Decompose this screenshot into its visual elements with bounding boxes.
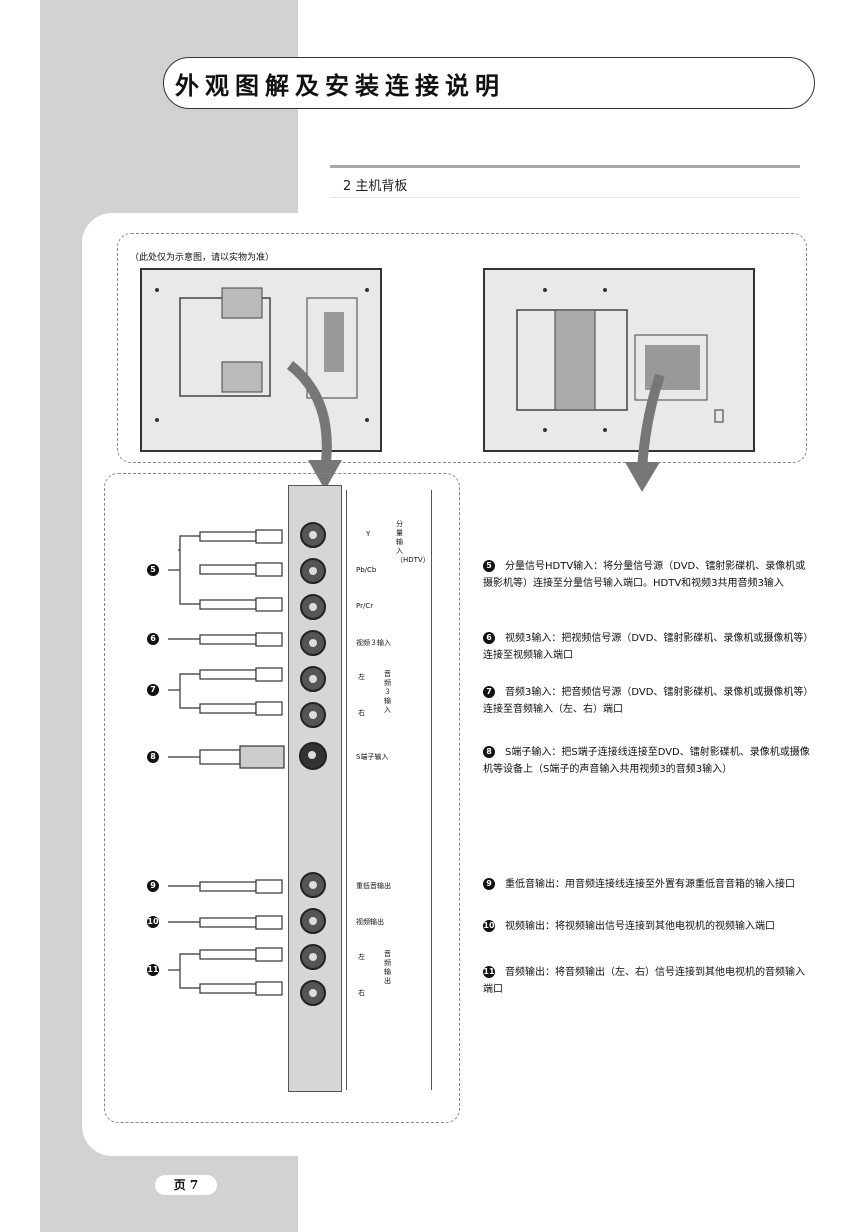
component-pr-jack <box>300 594 326 620</box>
label-audio-out-left: 左 <box>358 953 365 961</box>
label-svideo-in: S端子输入 <box>356 753 389 761</box>
description-text: 重低音输出：用音频连接线连接至外置有源重低音音箱的输入接口 <box>505 879 795 890</box>
description-text: S端子输入：把S端子连接线连接至DVD、镭射影碟机、录像机或摄像机等设备上（S端… <box>483 747 810 775</box>
callout-6: 6 <box>147 633 159 645</box>
cable-drawings <box>168 529 285 996</box>
callout-5: 5 <box>147 564 159 576</box>
label-video3-in: 视频３输入 <box>356 639 391 647</box>
label-video-out: 视频输出 <box>356 918 384 926</box>
connector-panel-frame <box>104 473 460 1123</box>
label-audio-out-group: 音频输出 <box>384 950 391 985</box>
description-10: 10 视频输出：将视频输出信号连接到其他电视机的视频输入端口 <box>483 918 813 935</box>
label-audio-out-right: 右 <box>358 989 365 997</box>
description-number: 5 <box>483 560 495 572</box>
label-audio-right: 右 <box>358 709 365 717</box>
description-text: 音频输出：将音频输出（左、右）信号连接到其他电视机的音频输入端口 <box>483 967 805 995</box>
callout-10: 10 <box>147 916 159 928</box>
callout-9: 9 <box>147 880 159 892</box>
description-number: 7 <box>483 686 495 698</box>
audio3-right-jack <box>300 702 326 728</box>
component-pb-jack <box>300 558 326 584</box>
tv-back-right-illustration <box>483 268 755 452</box>
description-text: 音频3输入：把音频信号源（DVD、镭射影碟机、录像机或摄像机等）连接至音频输入（… <box>483 687 809 715</box>
callout-8: 8 <box>147 751 159 763</box>
label-pb: Pb/Cb <box>356 566 377 574</box>
description-number: 9 <box>483 878 495 890</box>
label-audio-left: 左 <box>358 673 365 681</box>
description-number: 8 <box>483 746 495 758</box>
page-title: 外观图解及安装连接说明 <box>175 71 505 100</box>
connector-label-strip <box>346 490 432 1090</box>
description-text: 视频3输入：把视频信号源（DVD、镭射影碟机、录像机或摄像机等）连接至视频输入端… <box>483 633 809 661</box>
arrow-down-left-icon <box>286 361 342 490</box>
description-number: 11 <box>483 966 495 978</box>
section-divider-thin <box>330 197 800 198</box>
component-y-jack <box>300 522 326 548</box>
arrow-down-right-icon <box>625 373 665 492</box>
subwoofer-out-jack <box>300 872 326 898</box>
description-9: 9 重低音输出：用音频连接线连接至外置有源重低音音箱的输入接口 <box>483 876 813 893</box>
audio-out-right-jack <box>300 980 326 1006</box>
label-subwoofer-out: 重低音输出 <box>356 882 391 890</box>
callout-11: 11 <box>147 964 159 976</box>
illustration-note: （此处仅为示意图，请以实物为准） <box>130 253 275 263</box>
section-divider <box>330 165 800 168</box>
svideo-in-jack <box>299 742 327 770</box>
tv-back-right-drawing <box>516 288 724 432</box>
audio3-left-jack <box>300 666 326 692</box>
label-component-group: 分量输入（HDTV） <box>396 520 430 564</box>
tv-back-left-drawing <box>155 287 369 422</box>
description-text: 分量信号HDTV输入：将分量信号源（DVD、镭射影碟机、录像机或摄影机等）连接至… <box>483 561 806 589</box>
label-audio3-group: 音频３输入 <box>384 670 391 714</box>
section-title: 2 主机背板 <box>343 179 408 194</box>
audio-out-left-jack <box>300 944 326 970</box>
video3-in-jack <box>300 630 326 656</box>
label-y: Y <box>366 530 371 538</box>
page-number: 页 7 <box>155 1175 217 1195</box>
tv-back-left-illustration <box>140 268 382 452</box>
title-frame <box>163 57 815 109</box>
description-number: 6 <box>483 632 495 644</box>
tv-illustration-frame <box>117 233 807 463</box>
description-number: 10 <box>483 920 495 932</box>
description-text: 视频输出：将视频输出信号连接到其他电视机的视频输入端口 <box>505 921 775 932</box>
callout-7: 7 <box>147 684 159 696</box>
label-pr: Pr/Cr <box>356 602 374 610</box>
video-out-jack <box>300 908 326 934</box>
